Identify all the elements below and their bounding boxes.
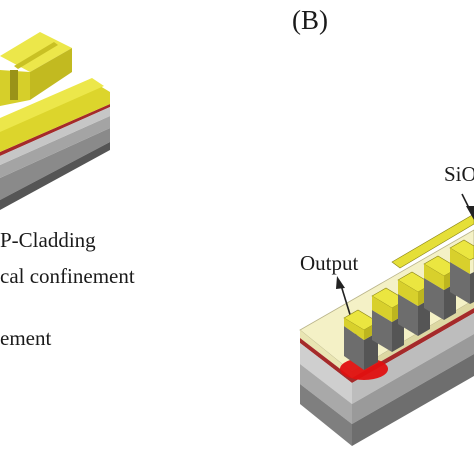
legend-line-cladding: P-Cladding <box>0 228 96 252</box>
block-gold-front <box>398 280 418 306</box>
block-base-front <box>398 294 418 336</box>
red-line-front <box>300 338 352 383</box>
block-base-side <box>470 272 474 304</box>
gray-mid-front <box>300 364 352 424</box>
output-arrowhead <box>336 276 345 289</box>
top-gold-slab-top <box>0 78 104 132</box>
gray-dark-side <box>352 354 474 446</box>
block-gold-front <box>344 318 364 340</box>
gray-light-side <box>352 313 474 404</box>
grating-blocks <box>343 239 474 370</box>
red-confinement-line <box>0 104 110 156</box>
gray-mid-side <box>352 334 474 424</box>
block-base-front <box>344 326 364 370</box>
cladding-light-layer <box>0 107 110 165</box>
slab-front-cream <box>300 330 352 378</box>
ridge-notch <box>10 70 18 100</box>
gray-dark-front <box>300 384 352 446</box>
block-gold-front <box>424 264 444 290</box>
block-base-front <box>424 278 444 320</box>
substrate-shadow <box>0 142 110 210</box>
top-gold-slab-face <box>0 86 110 152</box>
legend-line-confinement: ement <box>0 326 52 350</box>
block-gold-front <box>372 296 392 322</box>
sio2-label: SiO <box>444 162 474 186</box>
sio2-arrowhead <box>466 206 474 220</box>
output-label: Output <box>300 251 359 275</box>
ridge-divider <box>14 42 58 69</box>
back-gold-strip <box>391 213 474 269</box>
substrate-mid-layer <box>0 116 110 178</box>
gray-light-front <box>300 343 352 404</box>
substrate-bottom-layer <box>0 128 110 200</box>
block-base-front <box>372 310 392 352</box>
legend-line-optical-confinement: cal confinement <box>0 264 135 288</box>
block-base-front <box>450 262 470 304</box>
ridge-side <box>30 48 72 100</box>
panel-label-b: (B) <box>292 5 328 35</box>
block-gold-front <box>450 248 470 274</box>
